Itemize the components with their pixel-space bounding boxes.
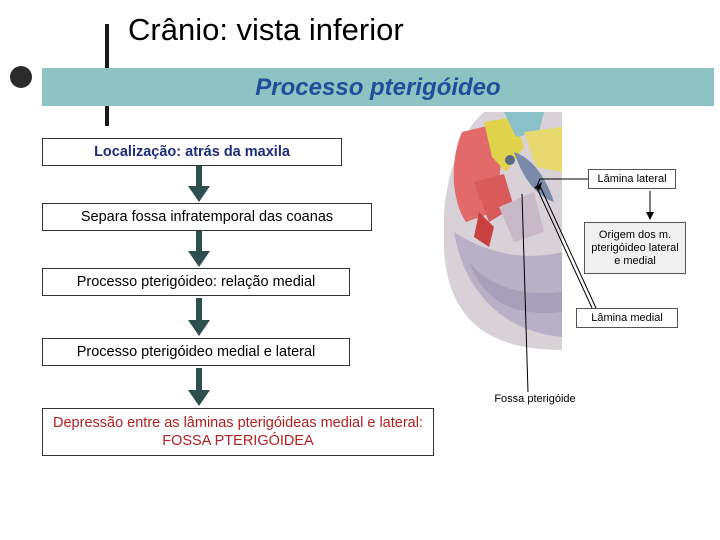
- arrowhead-origem: [646, 212, 654, 220]
- label-lamina-lateral: Lâmina lateral: [588, 169, 676, 189]
- down-arrow-3: [188, 298, 210, 336]
- flow-step-localizacao: Localização: atrás da maxila: [42, 138, 342, 166]
- skull-illustration: [444, 112, 562, 350]
- flow-step-relacao: Processo pterigóideo: relação medial: [42, 268, 350, 296]
- label-origem-musculos: Origem dos m. pterigóideo lateral e medi…: [584, 222, 686, 274]
- down-arrow-4: [188, 368, 210, 406]
- flow-step-separa: Separa fossa infratemporal das coanas: [42, 203, 372, 231]
- page-title: Crânio: vista inferior: [128, 12, 404, 47]
- section-banner-title: Processo pterigóideo: [255, 74, 501, 101]
- section-banner: [42, 68, 714, 106]
- flow-step-fossa: Depressão entre as lâminas pterigóideas …: [42, 408, 434, 456]
- label-lamina-medial: Lâmina medial: [576, 308, 678, 328]
- down-arrow-2: [188, 231, 210, 267]
- bullet-dot: [10, 66, 32, 88]
- flow-step-medial-lateral: Processo pterigóideo medial e lateral: [42, 338, 350, 366]
- label-fossa-pterigoide: Fossa pterigóide: [494, 393, 576, 405]
- down-arrow-1: [188, 166, 210, 202]
